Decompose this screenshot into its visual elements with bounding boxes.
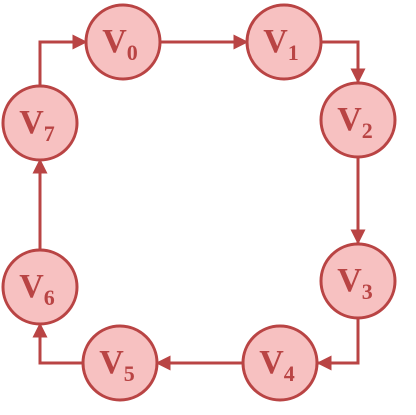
node-label-main: V: [263, 23, 288, 60]
node-circle: [84, 3, 162, 81]
node-label-main: V: [259, 344, 284, 381]
node-label: V1: [263, 23, 299, 65]
node-circle: [241, 324, 319, 402]
node-label-subscript: 0: [127, 40, 138, 65]
node-label: V7: [19, 104, 55, 146]
node-label-subscript: 4: [284, 361, 295, 386]
node-label-main: V: [19, 268, 44, 305]
node-circle: [81, 324, 159, 402]
node-label-main: V: [102, 23, 127, 60]
node-v4: V4: [241, 324, 319, 402]
node-label-main: V: [99, 344, 124, 381]
edge-v3-to-v4: [316, 318, 360, 371]
node-label-subscript: 2: [362, 118, 373, 143]
node-v5: V5: [81, 324, 159, 402]
node-label: V0: [102, 23, 138, 65]
node-label: V2: [337, 101, 373, 143]
node-label-subscript: 6: [44, 285, 55, 310]
node-label: V4: [259, 344, 295, 386]
node-circle: [1, 84, 79, 162]
node-v6: V6: [1, 248, 79, 326]
node-label-subscript: 3: [362, 279, 373, 304]
node-label-main: V: [337, 262, 362, 299]
edges-layer: [32, 34, 366, 371]
node-label: V3: [337, 262, 373, 304]
node-circle: [319, 81, 397, 159]
node-label-subscript: 5: [124, 361, 135, 386]
edge-v1-to-v2: [321, 40, 366, 84]
node-label: V6: [19, 268, 55, 310]
node-v3: V3: [319, 242, 397, 320]
node-v0: V0: [84, 3, 162, 81]
node-label-main: V: [19, 104, 44, 141]
node-circle: [319, 242, 397, 320]
node-label-subscript: 7: [44, 121, 55, 146]
node-circle: [1, 248, 79, 326]
node-v7: V7: [1, 84, 79, 162]
edge-v7-to-v0: [38, 34, 88, 86]
node-label: V5: [99, 344, 135, 386]
node-label-main: V: [337, 101, 362, 138]
node-circle: [245, 3, 323, 81]
node-v2: V2: [319, 81, 397, 159]
edge-v5-to-v6: [32, 322, 83, 365]
node-v1: V1: [245, 3, 323, 81]
node-label-subscript: 1: [288, 40, 299, 65]
